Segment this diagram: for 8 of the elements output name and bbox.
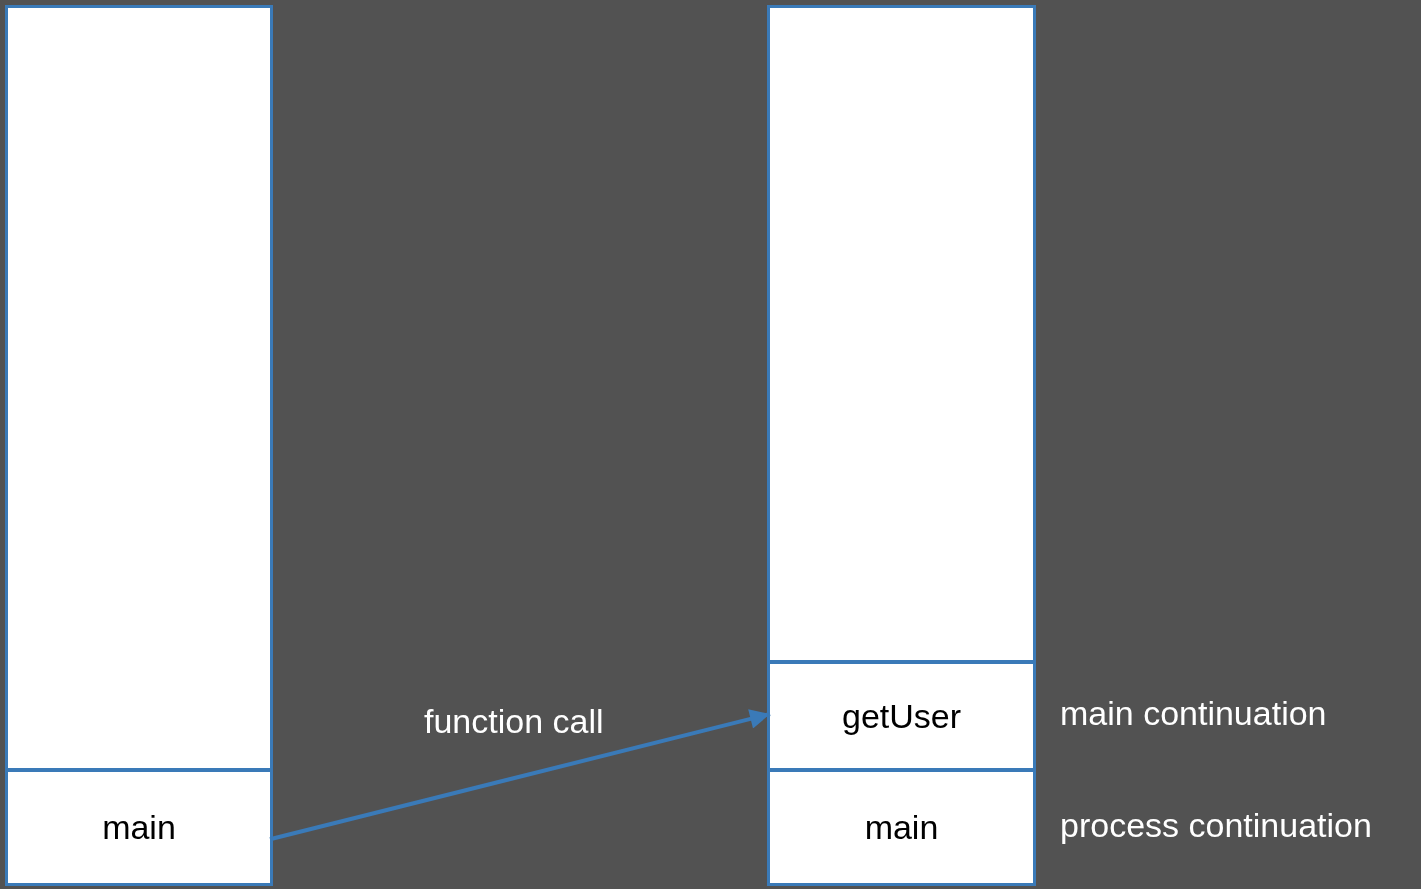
stack-frame xyxy=(767,5,1036,886)
cell-label: main xyxy=(864,808,939,847)
cell-label: main xyxy=(102,808,176,847)
annotation-text: process continuation xyxy=(1060,805,1372,845)
stack-frame xyxy=(5,5,273,886)
annotation-text: main continuation xyxy=(1060,694,1327,733)
cell-label: getUser xyxy=(841,696,962,736)
arrow xyxy=(269,709,771,842)
